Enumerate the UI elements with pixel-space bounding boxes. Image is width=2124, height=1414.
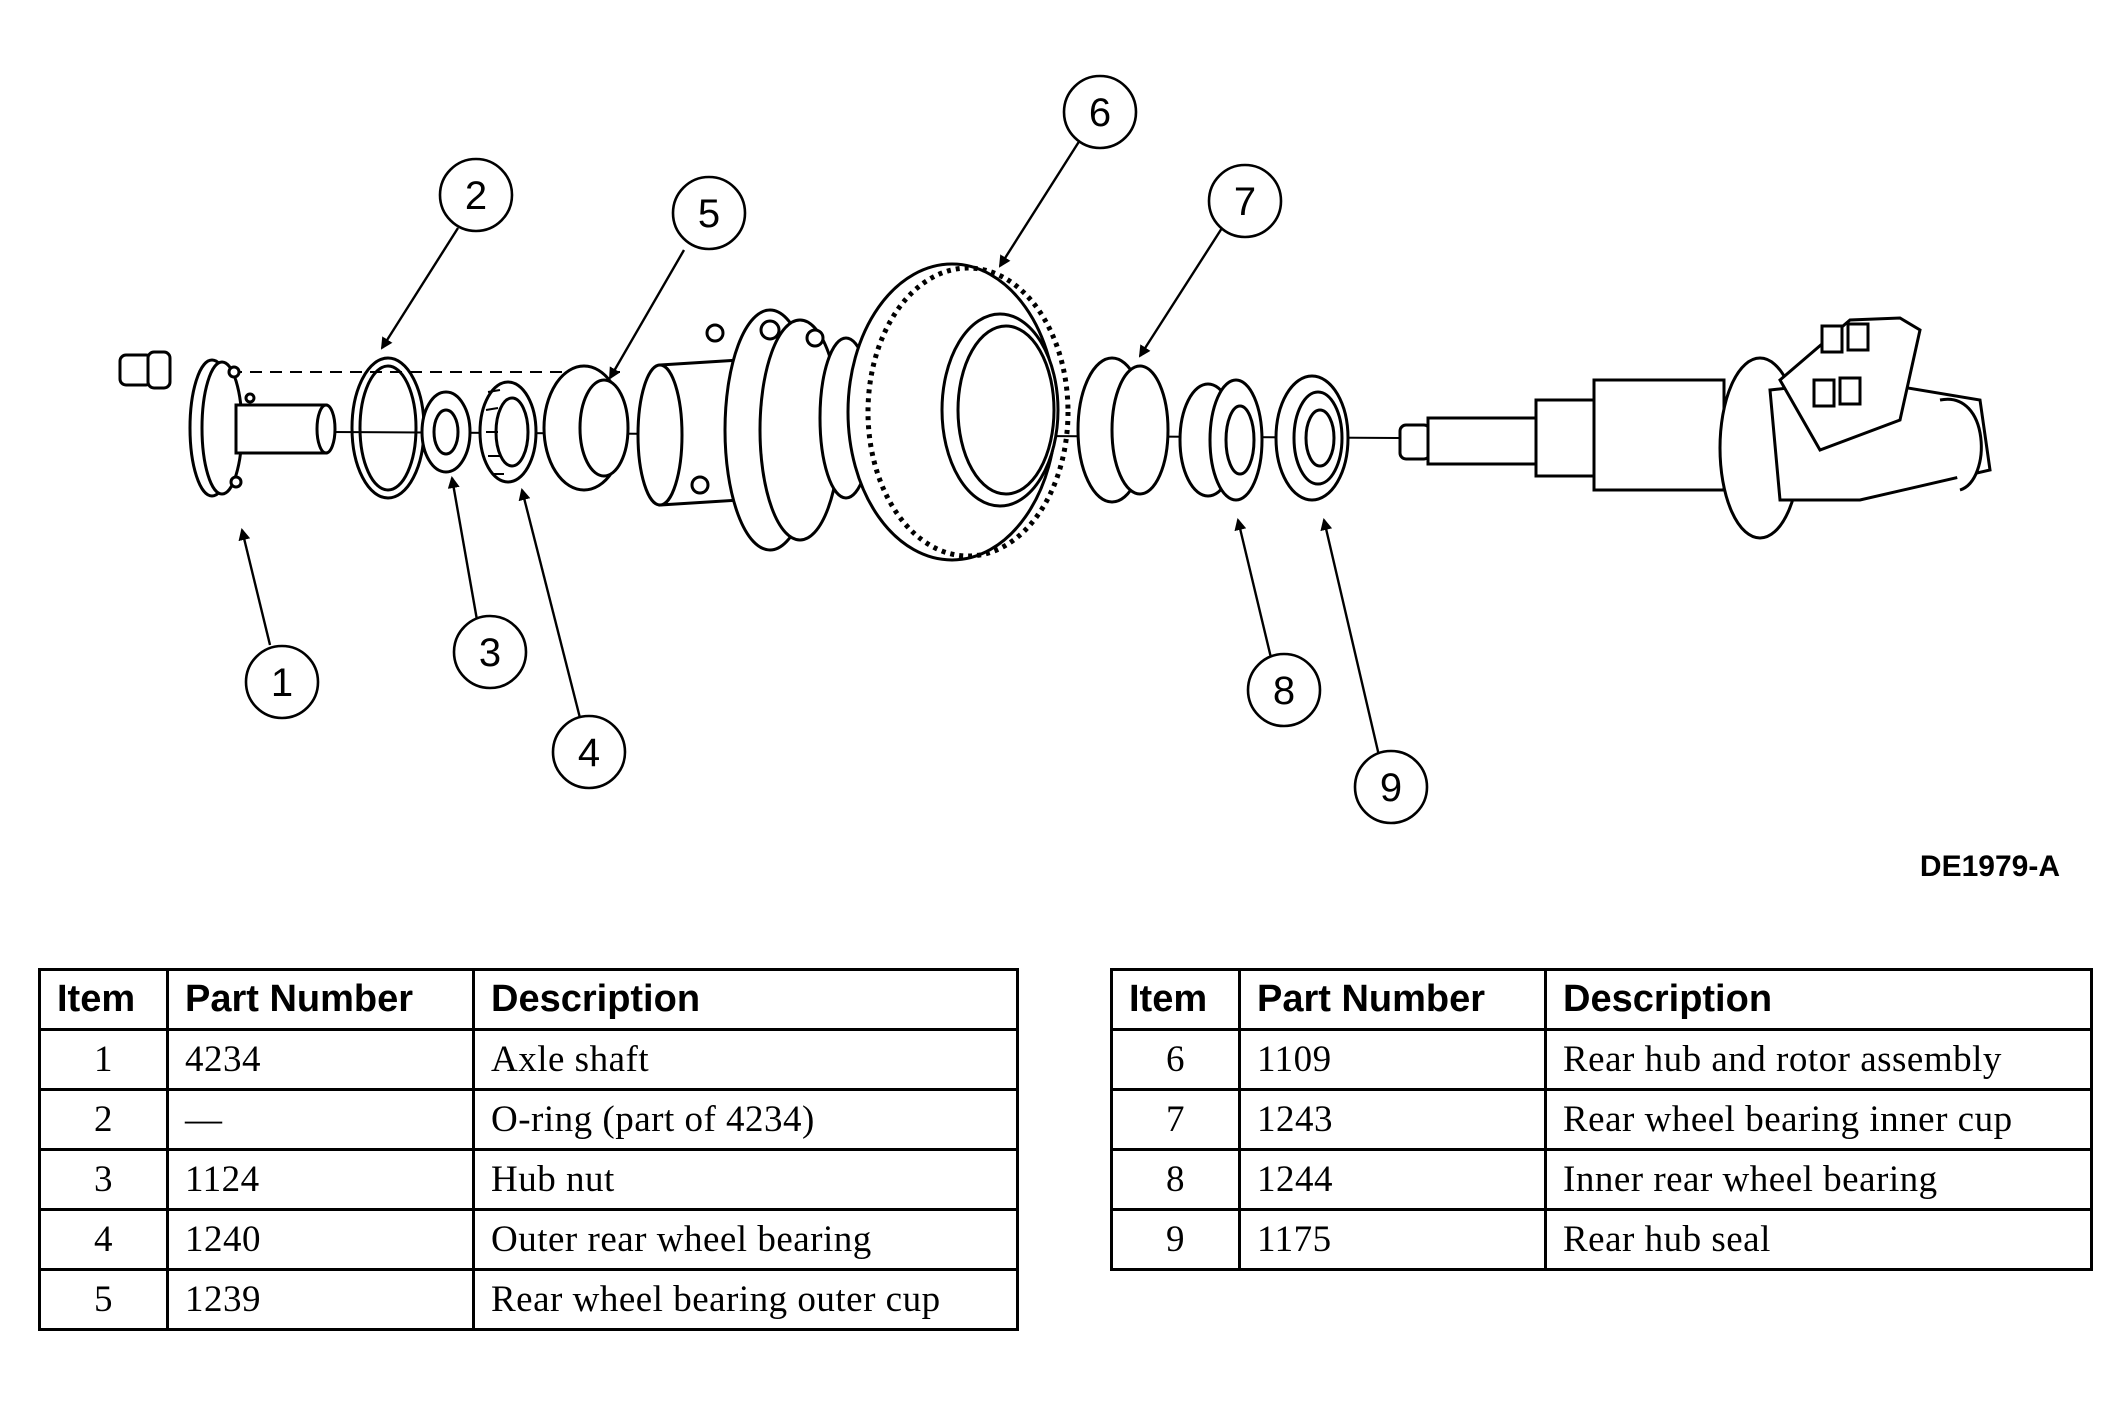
description-cell: Rear wheel bearing outer cup <box>472 1268 1019 1331</box>
part-number-cell: — <box>166 1088 475 1151</box>
callout-label: 1 <box>271 661 293 705</box>
table-row: 7 1243 Rear wheel bearing inner cup <box>1110 1088 2093 1151</box>
table-header-row: Item Part Number Description <box>38 968 1019 1031</box>
table-header-row: Item Part Number Description <box>1110 968 2093 1031</box>
exploded-view-diagram: 1 2 3 4 5 6 7 8 9 <box>118 74 1992 825</box>
description-cell: Rear hub and rotor assembly <box>1544 1028 2093 1091</box>
description-cell: Outer rear wheel bearing <box>472 1208 1019 1271</box>
callout-label: 7 <box>1234 180 1256 224</box>
part-number-cell: 1243 <box>1238 1088 1547 1151</box>
table-row: 4 1240 Outer rear wheel bearing <box>38 1208 1019 1271</box>
item-cell: 4 <box>38 1208 169 1271</box>
table-row: 2 — O-ring (part of 4234) <box>38 1088 1019 1151</box>
description-cell: Axle shaft <box>472 1028 1019 1091</box>
axle-shaft-part <box>118 350 337 498</box>
callout-label: 5 <box>698 192 720 236</box>
outer-bearing-part <box>478 380 538 484</box>
item-cell: 2 <box>38 1088 169 1151</box>
item-cell: 5 <box>38 1268 169 1331</box>
callout-2: 2 <box>438 157 514 233</box>
outer-cup-part <box>542 364 630 492</box>
table-row: 1 4234 Axle shaft <box>38 1028 1019 1091</box>
table-row: 3 1124 Hub nut <box>38 1148 1019 1211</box>
column-header-item: Item <box>1110 968 1241 1031</box>
description-cell: Rear hub seal <box>1544 1208 2093 1271</box>
column-header-item: Item <box>38 968 169 1031</box>
column-header-part-number: Part Number <box>1238 968 1547 1031</box>
item-cell: 8 <box>1110 1148 1241 1211</box>
callout-5: 5 <box>671 175 747 251</box>
description-cell: O-ring (part of 4234) <box>472 1088 1019 1151</box>
callout-label: 8 <box>1273 669 1295 713</box>
hub-seal-part <box>1274 374 1350 502</box>
part-number-cell: 1244 <box>1238 1148 1547 1211</box>
o-ring-part <box>350 356 426 500</box>
callout-6: 6 <box>1062 74 1138 150</box>
leader-lines <box>238 139 1382 761</box>
callout-9: 9 <box>1353 749 1429 825</box>
figure-id: DE1979-A <box>1919 850 2060 883</box>
part-number-cell: 1124 <box>166 1148 475 1211</box>
table-row: 6 1109 Rear hub and rotor assembly <box>1110 1028 2093 1091</box>
callout-label: 9 <box>1380 766 1402 810</box>
part-number-cell: 4234 <box>166 1028 475 1091</box>
callout-8: 8 <box>1246 652 1322 728</box>
table-row: 5 1239 Rear wheel bearing outer cup <box>38 1268 1019 1331</box>
description-cell: Hub nut <box>472 1148 1019 1211</box>
part-number-cell: 1175 <box>1238 1208 1547 1271</box>
callout-label: 2 <box>465 174 487 218</box>
parts-table-left: Item Part Number Description 1 4234 Axle… <box>38 968 1019 1331</box>
part-number-cell: 1239 <box>166 1268 475 1331</box>
item-cell: 9 <box>1110 1208 1241 1271</box>
item-cell: 7 <box>1110 1088 1241 1151</box>
hub-nut-part <box>420 390 472 474</box>
item-cell: 6 <box>1110 1028 1241 1091</box>
part-number-cell: 1240 <box>166 1208 475 1271</box>
callout-1: 1 <box>244 644 320 720</box>
hub-rotor-part <box>636 262 1071 562</box>
spindle-knuckle <box>1398 316 1992 540</box>
callout-label: 3 <box>479 631 501 675</box>
item-cell: 3 <box>38 1148 169 1211</box>
callout-4: 4 <box>551 714 627 790</box>
column-header-description: Description <box>1544 968 2093 1031</box>
callout-label: 4 <box>578 731 600 775</box>
inner-bearing-part <box>1178 378 1264 502</box>
inner-cup-part <box>1076 356 1170 504</box>
column-header-description: Description <box>472 968 1019 1031</box>
parts-table-right: Item Part Number Description 6 1109 Rear… <box>1110 968 2093 1271</box>
description-cell: Inner rear wheel bearing <box>1544 1148 2093 1211</box>
table-row: 8 1244 Inner rear wheel bearing <box>1110 1148 2093 1211</box>
table-row: 9 1175 Rear hub seal <box>1110 1208 2093 1271</box>
callout-label: 6 <box>1089 91 1111 135</box>
callout-3: 3 <box>452 614 528 690</box>
item-cell: 1 <box>38 1028 169 1091</box>
part-number-cell: 1109 <box>1238 1028 1547 1091</box>
callout-7: 7 <box>1207 163 1283 239</box>
column-header-part-number: Part Number <box>166 968 475 1031</box>
description-cell: Rear wheel bearing inner cup <box>1544 1088 2093 1151</box>
